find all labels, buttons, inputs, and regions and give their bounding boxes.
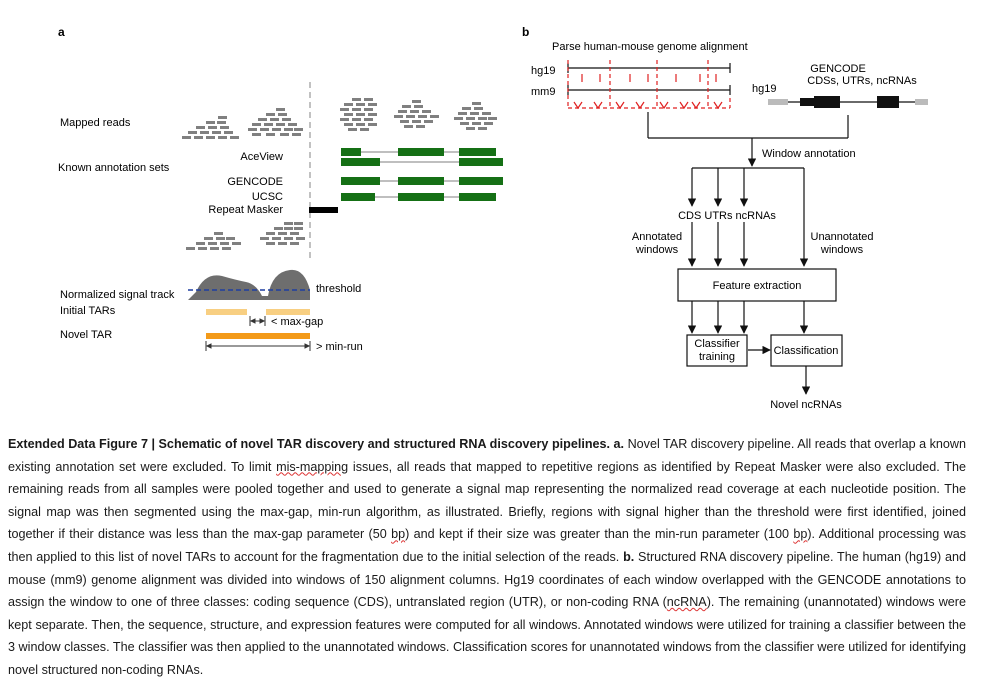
mapped-reads-label: Mapped reads (60, 117, 131, 129)
novel-tar-bar (206, 333, 310, 339)
window-tick-mark (691, 101, 701, 110)
gencode-title: GENCODE (810, 63, 866, 75)
parse-alignment-label: Parse human-mouse genome alignment (552, 41, 748, 53)
threshold-label: threshold (316, 283, 361, 295)
min-run-bracket (205, 341, 311, 351)
window-annotation-label: Window annotation (762, 148, 856, 160)
hg19-label-gencode: hg19 (752, 83, 776, 95)
caption-b-text-1: Structured RNA discovery pipeline. The h… (8, 549, 966, 610)
mapped-reads-clusters (182, 98, 497, 139)
caption-misspelling-3: bp (793, 527, 808, 542)
caption-b-text-2: ). The remaining (unannotated) windows w… (8, 595, 966, 677)
figure-caption: Extended Data Figure 7 | Schematic of no… (8, 433, 966, 682)
gencode-subtitle: CDSs, UTRs, ncRNAs (807, 75, 917, 87)
window-tick-mark (635, 101, 645, 110)
repeat-masker-block (309, 207, 338, 213)
classifier-training-line2: training (699, 351, 735, 363)
annotation-aceview: AceView (240, 151, 283, 163)
caption-a-text-4: ). Additional processing was then applie… (8, 527, 966, 564)
classifier-training-box (686, 334, 748, 367)
caption-a-label: a. (613, 437, 625, 451)
caption-misspelling-2: bp (391, 527, 406, 542)
initial-tar-1 (206, 309, 247, 315)
max-gap-label: < max-gap (271, 316, 323, 328)
classification-box (770, 334, 843, 367)
unannotated-windows-line2: windows (820, 244, 864, 256)
read-cluster (454, 102, 497, 130)
initial-tars-label: Initial TARs (60, 305, 116, 317)
caption-title: Extended Data Figure 7 | Schematic of no… (8, 437, 611, 451)
unannotated-windows-line1: Unannotated (811, 231, 874, 243)
classes-label: CDS UTRs ncRNAs (678, 210, 776, 222)
read-cluster (186, 232, 241, 250)
aceview-gene-models (341, 148, 503, 166)
feature-extraction-box (677, 268, 837, 302)
caption-a-text-3: ) and kept if their size was greater tha… (405, 527, 794, 542)
feature-extraction-label: Feature extraction (713, 280, 802, 292)
mm9-label-alignment: mm9 (531, 86, 555, 98)
max-gap-bracket (249, 316, 266, 326)
figure: a Mapped reads Known annotation sets Ace… (58, 25, 928, 411)
caption-misspelling-1: mis-mapping (276, 459, 349, 474)
feature-to-classifier-connector (687, 301, 811, 395)
min-run-label: > min-run (316, 341, 363, 353)
annotation-ucsc: UCSC (252, 191, 283, 203)
alignment-tracks (567, 63, 731, 95)
annotated-windows-line1: Annotated (632, 231, 682, 243)
annotation-repeat-masker: Repeat Masker (208, 204, 283, 216)
hg19-label-alignment: hg19 (531, 65, 555, 77)
initial-tar-2 (266, 309, 310, 315)
gencode-gene-model (341, 177, 503, 185)
window-tick-mark (679, 101, 689, 110)
read-cluster (182, 116, 239, 139)
caption-a-text-1: Novel TAR discovery pipeline. All reads … (8, 437, 967, 474)
alignment-windows (567, 60, 731, 110)
signal-track-label: Normalized signal track (60, 289, 175, 301)
known-annotation-label: Known annotation sets (58, 162, 170, 174)
novel-tar-label: Novel TAR (60, 329, 112, 341)
annotated-windows-line2: windows (635, 244, 679, 256)
read-cluster (340, 98, 377, 131)
read-cluster (248, 108, 303, 136)
window-tick-mark (713, 101, 723, 110)
read-cluster (260, 222, 305, 245)
annotation-gencode: GENCODE (227, 176, 283, 188)
merge-connector (647, 112, 849, 167)
signal-track (188, 269, 310, 300)
caption-a-text-2: issues, all reads that mapped to repetit… (8, 459, 966, 542)
caption-misspelling-4: ncRNA (666, 595, 707, 610)
caption-b-label: b. (619, 549, 635, 564)
window-tick-mark (615, 101, 625, 110)
mapped-reads-clusters-bottom (186, 222, 305, 250)
window-tick-mark (573, 101, 583, 110)
window-tick-mark (593, 101, 603, 110)
novel-ncrnas-label: Novel ncRNAs (770, 399, 842, 411)
ucsc-gene-model (341, 193, 496, 201)
classifier-training-line1: Classifier (694, 338, 740, 350)
classification-label: Classification (774, 345, 839, 357)
panel-b-letter: b (522, 25, 529, 39)
window-tick-mark (659, 101, 669, 110)
gencode-gene-structure (768, 96, 928, 108)
read-cluster (394, 100, 439, 128)
class-split-connector (687, 167, 809, 267)
panel-a-letter: a (58, 25, 65, 39)
